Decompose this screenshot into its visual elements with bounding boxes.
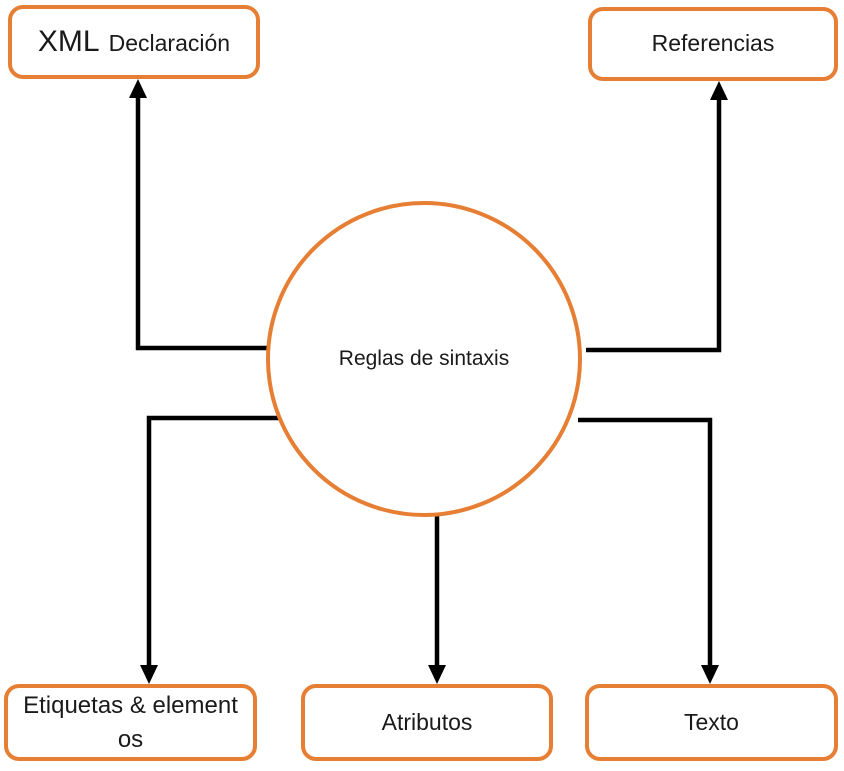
node-label: Atributos — [381, 708, 473, 735]
node-referencias: Referencias — [588, 7, 838, 81]
arrowhead-down-icon — [701, 665, 719, 684]
connector-referencias — [586, 97, 722, 353]
node-label: Referencias — [651, 30, 775, 57]
node-label-xml: XML — [37, 24, 100, 58]
node-label-line1: Etiquetas & element — [23, 691, 238, 719]
connector-etiquetas — [146, 415, 280, 669]
arrowhead-down-icon — [140, 665, 158, 684]
arrowhead-up-icon — [710, 81, 728, 100]
connector-xml-declaration — [135, 95, 270, 351]
node-label: Etiquetas & element os — [23, 689, 238, 757]
node-reglas-de-sintaxis: Reglas de sintaxis — [266, 201, 582, 517]
connector-texto — [578, 417, 713, 669]
node-label-declaracion: Declaración — [108, 29, 231, 56]
node-etiquetas-elementos: Etiquetas & element os — [4, 684, 257, 761]
node-texto: Texto — [585, 684, 838, 761]
arrowhead-up-icon — [129, 79, 147, 98]
node-label: Reglas de sintaxis — [338, 346, 510, 370]
node-label: XML Declaración — [38, 22, 230, 63]
node-label-line2: os — [117, 725, 144, 753]
node-label: Texto — [684, 708, 739, 735]
node-atributos: Atributos — [301, 684, 553, 761]
arrowhead-down-icon — [428, 665, 446, 684]
node-xml-declaracion: XML Declaración — [8, 5, 260, 79]
